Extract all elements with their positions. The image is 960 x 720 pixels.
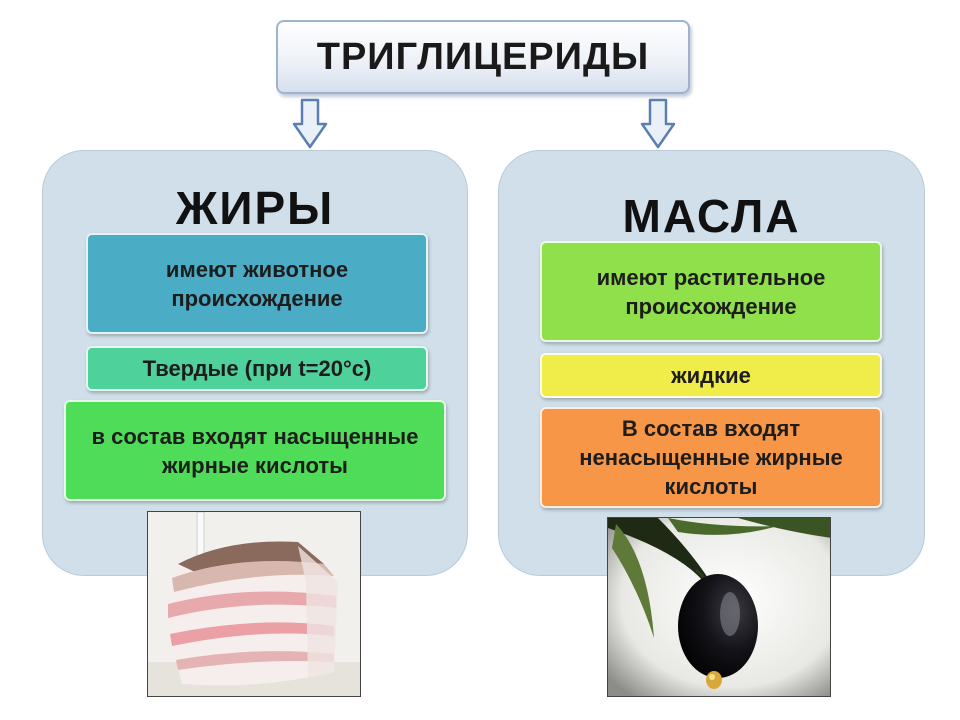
olive-photo	[607, 517, 831, 697]
oils-acids-box: В состав входят ненасыщенные жирные кисл…	[540, 407, 882, 508]
fats-heading: ЖИРЫ	[175, 182, 335, 234]
fats-state-box: Твердые (при t=20°с)	[86, 346, 428, 391]
title-box: ТРИГЛИЦЕРИДЫ	[276, 20, 690, 94]
oils-state-box: жидкие	[540, 353, 882, 398]
arrow-down-left-icon	[292, 98, 328, 149]
lard-photo	[147, 511, 361, 697]
diagram-title: ТРИГЛИЦЕРИДЫ	[316, 35, 650, 78]
fats-origin-box: имеют животное происхождение	[86, 233, 428, 334]
oils-origin-box: имеют растительное происхождение	[540, 241, 882, 342]
oils-heading: МАСЛА	[622, 190, 801, 242]
arrow-down-right-icon	[640, 98, 676, 149]
fats-acids-box: в состав входят насыщенные жирные кислот…	[64, 400, 446, 501]
